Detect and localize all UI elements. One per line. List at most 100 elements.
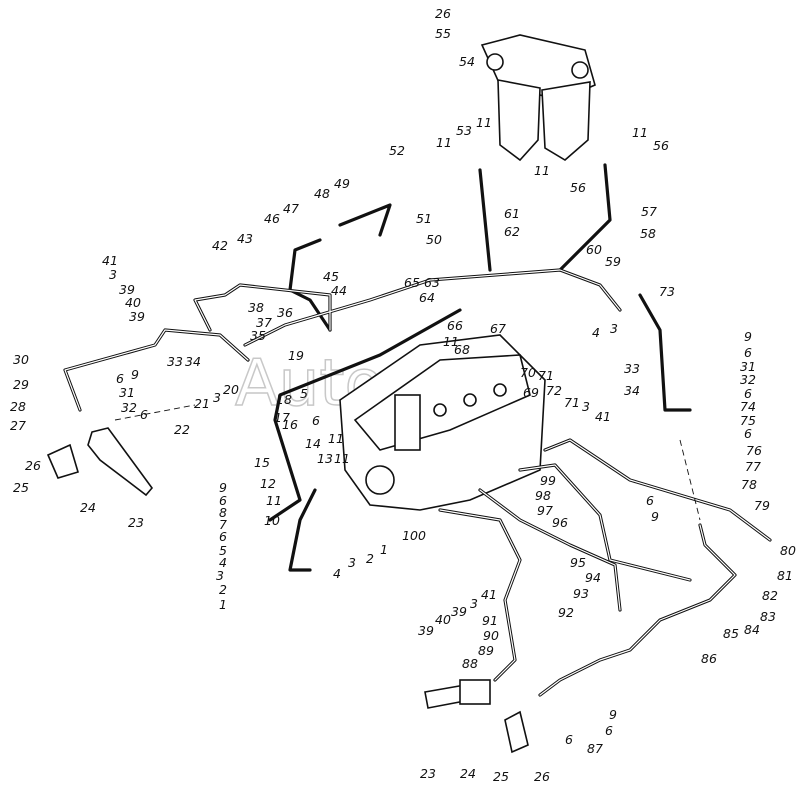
callout-30: 30 bbox=[13, 352, 29, 367]
callout-71: 71 bbox=[538, 368, 554, 383]
injector-bottom bbox=[424, 679, 529, 754]
callout-25: 25 bbox=[13, 480, 29, 495]
callout-13: 13 bbox=[317, 451, 333, 466]
callout-32: 32 bbox=[740, 372, 756, 387]
callout-51: 51 bbox=[416, 211, 432, 226]
callout-3: 3 bbox=[213, 390, 221, 405]
callout-52: 52 bbox=[389, 143, 405, 158]
callout-83: 83 bbox=[760, 609, 776, 624]
callout-23: 23 bbox=[420, 766, 436, 781]
callout-95: 95 bbox=[570, 555, 586, 570]
callout-3: 3 bbox=[610, 321, 618, 336]
callout-42: 42 bbox=[212, 238, 228, 253]
callout-39: 39 bbox=[119, 282, 135, 297]
injector-left bbox=[46, 427, 154, 497]
callout-3: 3 bbox=[109, 267, 117, 282]
callout-19: 19 bbox=[288, 348, 304, 363]
callout-48: 48 bbox=[314, 186, 330, 201]
callout-75: 75 bbox=[740, 413, 756, 428]
callout-5: 5 bbox=[219, 543, 227, 558]
callout-10: 10 bbox=[264, 513, 280, 528]
callout-22: 22 bbox=[174, 422, 190, 437]
callout-40: 40 bbox=[125, 295, 141, 310]
callout-71: 71 bbox=[564, 395, 580, 410]
callout-41: 41 bbox=[102, 253, 118, 268]
callout-4: 4 bbox=[219, 555, 227, 570]
callout-92: 92 bbox=[558, 605, 574, 620]
callout-11: 11 bbox=[436, 135, 452, 150]
callout-60: 60 bbox=[586, 242, 602, 257]
callout-39: 39 bbox=[418, 623, 434, 638]
callout-50: 50 bbox=[426, 232, 442, 247]
callout-61: 61 bbox=[504, 206, 520, 221]
callout-70: 70 bbox=[520, 365, 536, 380]
assembly-line bbox=[679, 439, 701, 521]
callout-84: 84 bbox=[744, 622, 760, 637]
callout-86: 86 bbox=[701, 651, 717, 666]
callout-31: 31 bbox=[119, 385, 135, 400]
callout-6: 6 bbox=[312, 413, 320, 428]
callout-4: 4 bbox=[333, 566, 341, 581]
callout-68: 68 bbox=[454, 342, 470, 357]
callout-41: 41 bbox=[595, 409, 611, 424]
callout-49: 49 bbox=[334, 176, 350, 191]
callout-39: 39 bbox=[129, 309, 145, 324]
callout-80: 80 bbox=[780, 543, 796, 558]
callout-93: 93 bbox=[573, 586, 589, 601]
callout-11: 11 bbox=[534, 163, 550, 178]
callout-8: 8 bbox=[219, 505, 227, 520]
callout-65: 65 bbox=[404, 275, 420, 290]
callout-3: 3 bbox=[216, 568, 224, 583]
callout-11: 11 bbox=[334, 451, 350, 466]
callout-90: 90 bbox=[483, 628, 499, 643]
callout-97: 97 bbox=[537, 503, 553, 518]
callout-31: 31 bbox=[740, 359, 756, 374]
callout-6: 6 bbox=[140, 407, 148, 422]
callout-91: 91 bbox=[482, 613, 498, 628]
callout-55: 55 bbox=[435, 26, 451, 41]
callout-57: 57 bbox=[641, 204, 657, 219]
assembly-line bbox=[114, 404, 196, 421]
callout-24: 24 bbox=[460, 766, 476, 781]
callout-76: 76 bbox=[746, 443, 762, 458]
callout-3: 3 bbox=[582, 399, 590, 414]
callout-40: 40 bbox=[435, 612, 451, 627]
callout-6: 6 bbox=[744, 345, 752, 360]
callout-59: 59 bbox=[605, 254, 621, 269]
callout-26: 26 bbox=[435, 6, 451, 21]
callout-29: 29 bbox=[13, 377, 29, 392]
callout-99: 99 bbox=[540, 473, 556, 488]
callout-12: 12 bbox=[260, 476, 276, 491]
callout-6: 6 bbox=[116, 371, 124, 386]
callout-11: 11 bbox=[443, 334, 459, 349]
callout-9: 9 bbox=[219, 480, 227, 495]
callout-5: 5 bbox=[300, 386, 308, 401]
fuel-filter bbox=[480, 34, 596, 162]
callout-11: 11 bbox=[328, 431, 344, 446]
callout-73: 73 bbox=[659, 284, 675, 299]
callout-20: 20 bbox=[223, 382, 239, 397]
callout-6: 6 bbox=[219, 529, 227, 544]
callout-45: 45 bbox=[323, 269, 339, 284]
callout-53: 53 bbox=[456, 123, 472, 138]
callout-14: 14 bbox=[305, 436, 321, 451]
callout-18: 18 bbox=[276, 392, 292, 407]
callout-56: 56 bbox=[570, 180, 586, 195]
callout-79: 79 bbox=[754, 498, 770, 513]
callout-96: 96 bbox=[552, 515, 568, 530]
callout-33: 33 bbox=[624, 361, 640, 376]
callout-38: 38 bbox=[248, 300, 264, 315]
callout-2: 2 bbox=[219, 582, 227, 597]
callout-64: 64 bbox=[419, 290, 435, 305]
callout-28: 28 bbox=[10, 399, 26, 414]
callout-89: 89 bbox=[478, 643, 494, 658]
callout-21: 21 bbox=[194, 396, 210, 411]
callout-35: 35 bbox=[250, 328, 266, 343]
callout-39: 39 bbox=[451, 604, 467, 619]
callout-3: 3 bbox=[470, 596, 478, 611]
callout-81: 81 bbox=[777, 568, 793, 583]
callout-56: 56 bbox=[653, 138, 669, 153]
callout-58: 58 bbox=[640, 226, 656, 241]
callout-3: 3 bbox=[348, 555, 356, 570]
